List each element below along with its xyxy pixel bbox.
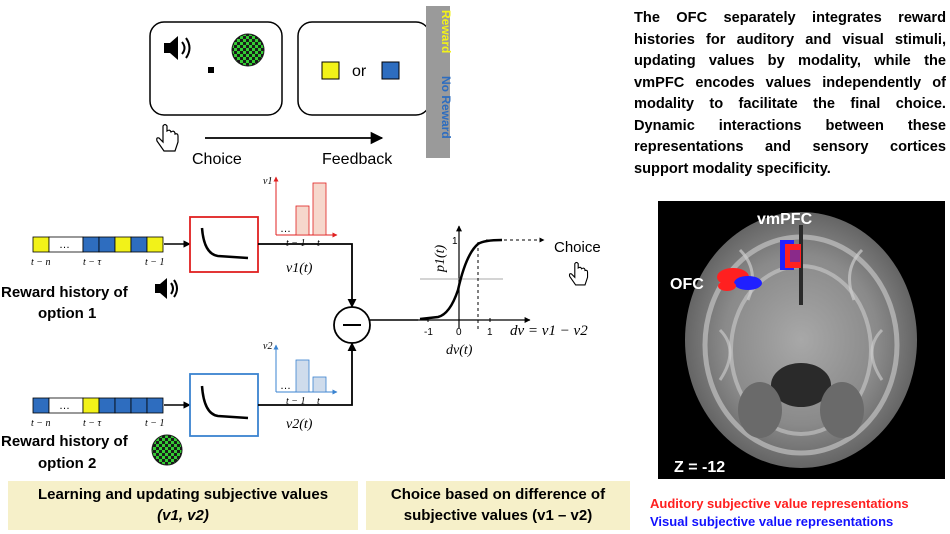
option1-tick-t-1: t − 1 — [145, 257, 165, 268]
option2-pathway: … t − n t − τ t − 1 … v2 t − 1 t v2(t) R… — [1, 341, 357, 472]
sigmoid-x-label: dv(t) — [446, 343, 473, 358]
option1-ellipsis: … — [59, 239, 70, 251]
option1-decay-curve — [200, 227, 249, 260]
sigmoid-y-label: p1(t) — [433, 244, 448, 273]
or-text: or — [352, 63, 367, 80]
reward-key-label: Reward — [439, 10, 453, 53]
option2-value-label: v2(t) — [286, 417, 313, 432]
option1-speaker-icon — [155, 278, 178, 299]
sigmoid-y-tick-1: 1 — [452, 236, 458, 247]
speaker-icon — [164, 36, 191, 60]
hand-pointer-icon — [156, 123, 179, 152]
option2-tick-t-tau: t − τ — [83, 418, 102, 429]
sigmoid-x-tick-1: 1 — [487, 327, 493, 338]
task-schematic: or Reward No Reward Choice Feedback — [149, 6, 453, 168]
feedback-label: Feedback — [322, 151, 393, 168]
option2-value-histogram: … — [273, 344, 338, 395]
checkerboard-icon — [231, 33, 265, 67]
option1-value-label: v1(t) — [286, 261, 313, 276]
reward-square — [321, 61, 340, 80]
option1-label-line1: Reward history of — [1, 284, 129, 301]
no-reward-square — [381, 61, 400, 80]
option1-tick-t-n: t − n — [31, 257, 51, 268]
learning-panel: Learning and updating subjective values … — [8, 481, 358, 530]
option1-bar-a — [295, 205, 310, 236]
sigmoid-x-formula: dv = v1 − v2 — [510, 323, 588, 339]
legend-auditory: Auditory subjective value representation… — [650, 496, 909, 511]
no-reward-key-label: No Reward — [439, 76, 453, 139]
option2-label-line2: option 2 — [38, 455, 96, 472]
option2-history-strip — [32, 397, 164, 414]
option1-value-histogram: … — [273, 176, 338, 238]
option1-hist-y-label: v1 — [263, 176, 272, 187]
vmpfc-label: vmPFC — [757, 211, 813, 228]
option1-tick-t-tau: t − τ — [83, 257, 102, 268]
option2-hist-y-label: v2 — [263, 341, 272, 352]
option2-hist-tick-t-1: t − 1 — [286, 396, 306, 407]
option2-filter-box — [189, 373, 259, 437]
option1-pathway: … t − n t − τ t − 1 … v1 t − 1 t v1(t) R… — [1, 176, 357, 322]
option2-tick-t-n: t − n — [31, 418, 51, 429]
vmpfc-cluster — [780, 240, 801, 270]
sigmoid-curve — [419, 238, 503, 321]
choice-panel-line1: Choice based on difference of — [390, 486, 606, 503]
choice-panel: Choice based on difference of subjective… — [366, 481, 630, 530]
choice-sigmoid-plot — [418, 225, 545, 330]
option2-ellipsis: … — [59, 400, 70, 412]
option2-tick-t-1: t − 1 — [145, 418, 165, 429]
choice-panel-line2: subjective values (v1 – v2) — [403, 507, 593, 524]
reward-key-bar — [426, 6, 450, 158]
option1-hist-ellipsis: … — [280, 223, 291, 235]
final-choice-hand-icon — [568, 261, 589, 286]
brain-image — [658, 201, 945, 479]
option2-checkerboard-icon — [151, 434, 183, 466]
learning-panel-line2: (v1, v2) — [157, 507, 209, 524]
ofc-cluster — [717, 268, 762, 291]
option2-hist-tick-t: t — [317, 396, 320, 407]
option2-decay-curve — [200, 385, 249, 420]
option2-to-diff-arrow — [258, 342, 357, 406]
summary-text: The OFC separately integrates reward his… — [634, 10, 946, 177]
option2-label-line1: Reward history of — [1, 433, 129, 450]
option1-to-diff-arrow — [258, 243, 357, 308]
ofc-label: OFC — [670, 276, 704, 293]
option2-hist-ellipsis: … — [280, 380, 291, 392]
option2-bar-a — [295, 359, 310, 393]
z-coordinate-label: Z = -12 — [674, 459, 725, 476]
fixation-square — [208, 67, 214, 73]
choice-screen — [149, 21, 283, 116]
option1-label-line2: option 1 — [38, 305, 96, 322]
sigmoid-x-tick-neg1: -1 — [424, 327, 433, 338]
learning-panel-line1: Learning and updating subjective values — [37, 486, 329, 503]
option1-filter-box — [189, 216, 259, 273]
choice-label: Choice — [192, 151, 242, 168]
option1-bar-b — [312, 182, 327, 236]
sigmoid-x-tick-0: 0 — [456, 327, 462, 338]
option2-bar-b — [312, 376, 327, 393]
option1-history-strip — [32, 236, 164, 253]
final-choice-label: Choice — [554, 239, 601, 256]
legend-visual: Visual subjective value representations — [650, 514, 894, 529]
